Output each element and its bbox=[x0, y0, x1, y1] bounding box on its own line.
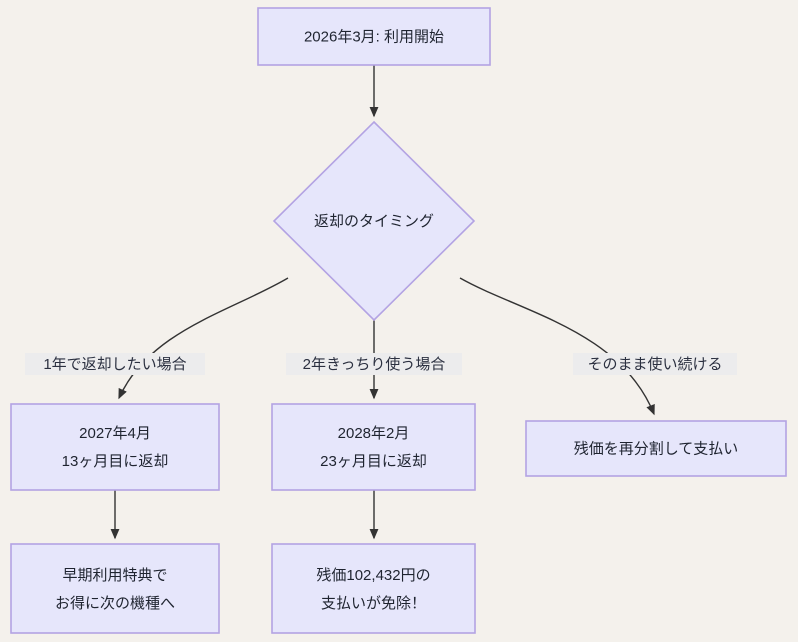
edge-labels-layer: 1年で返却したい場合 2年きっちり使う場合 そのまま使い続ける bbox=[25, 353, 737, 375]
node-return-1year-line1: 2027年4月 bbox=[79, 425, 151, 442]
edge-label-keep-bg bbox=[573, 353, 737, 375]
node-exempt[interactable]: 残価102,432円の 支払いが免除！ bbox=[271, 543, 476, 634]
node-return-2year[interactable]: 2028年2月 23ヶ月目に返却 bbox=[271, 403, 476, 491]
node-decision[interactable]: 返却のタイミング bbox=[272, 120, 476, 322]
edge-label-2year-bg bbox=[286, 353, 462, 375]
edge-label-1year-text: 1年で返却したい場合 bbox=[43, 356, 186, 373]
node-exempt-line1: 残価102,432円の bbox=[316, 567, 430, 584]
edge-label-1year: 1年で返却したい場合 bbox=[25, 353, 205, 375]
node-early-benefit-line2: お得に次の機種へ bbox=[55, 595, 175, 612]
node-return-2year-line1: 2028年2月 bbox=[338, 425, 410, 442]
node-start[interactable]: 2026年3月: 利用開始 bbox=[257, 7, 491, 66]
node-early-benefit[interactable]: 早期利用特典で お得に次の機種へ bbox=[10, 543, 220, 634]
node-keep-using-label: 残価を再分割して支払い bbox=[574, 440, 739, 457]
edge-label-2year: 2年きっちり使う場合 bbox=[286, 353, 462, 375]
node-start-label: 2026年3月: 利用開始 bbox=[304, 28, 444, 45]
edge-decision-to-keep-using bbox=[459, 277, 655, 416]
edge-decision-to-return-1year bbox=[118, 277, 289, 400]
edge-label-1year-bg bbox=[25, 353, 205, 375]
edge-label-2year-text: 2年きっちり使う場合 bbox=[303, 356, 446, 373]
edge-label-keep-text: そのまま使い続ける bbox=[587, 356, 722, 373]
edge-label-keep: そのまま使い続ける bbox=[573, 353, 737, 375]
node-decision-label: 返却のタイミング bbox=[314, 213, 434, 230]
node-return-1year-line2: 13ヶ月目に返却 bbox=[62, 453, 169, 470]
node-early-benefit-line1: 早期利用特典で bbox=[62, 567, 167, 584]
edges-layer bbox=[110, 65, 655, 540]
node-keep-using[interactable]: 残価を再分割して支払い bbox=[525, 420, 787, 477]
node-exempt-line2: 支払いが免除！ bbox=[321, 595, 426, 612]
node-return-1year[interactable]: 2027年4月 13ヶ月目に返却 bbox=[10, 403, 220, 491]
node-return-2year-line2: 23ヶ月目に返却 bbox=[320, 453, 427, 470]
